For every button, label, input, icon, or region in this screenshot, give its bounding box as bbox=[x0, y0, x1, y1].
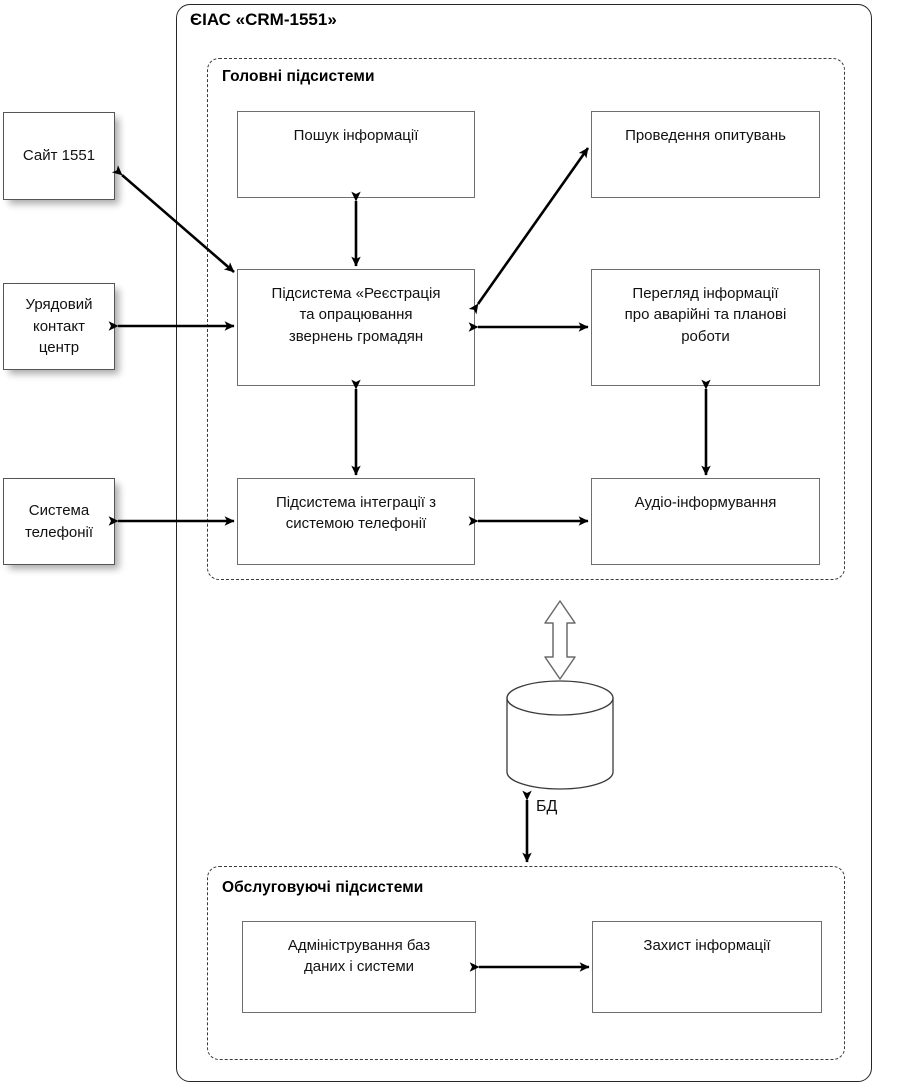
service-subsystems-title: Обслуговуючі підсистеми bbox=[222, 879, 424, 896]
external-node-telephony-system[interactable]: Система телефонії bbox=[3, 478, 115, 565]
node-db-admin[interactable]: Адміністрування баз даних і системи bbox=[242, 921, 476, 1013]
external-node-gov-contact-center-label: Урядовий контакт центр bbox=[25, 295, 93, 357]
node-telephony-integration[interactable]: Підсистема інтеграції з системою телефон… bbox=[237, 478, 475, 565]
external-node-site-label: Сайт 1551 bbox=[22, 147, 96, 165]
node-registration[interactable]: Підсистема «Реєстрація та опрацювання зв… bbox=[237, 269, 475, 386]
page-title: ЄІАС «CRM-1551» bbox=[190, 10, 337, 29]
external-node-site[interactable]: Сайт 1551 bbox=[3, 112, 115, 200]
database-label: БД bbox=[536, 798, 558, 815]
node-audio-info[interactable]: Аудіо-інформування bbox=[591, 478, 820, 565]
node-db-admin-label: Адміністрування баз даних і системи bbox=[287, 937, 431, 976]
service-subsystems-group bbox=[207, 866, 845, 1060]
main-subsystems-title: Головні підсистеми bbox=[222, 68, 375, 85]
node-info-protection[interactable]: Захист інформації bbox=[592, 921, 822, 1013]
node-surveys-label: Проведення опитувань bbox=[625, 127, 786, 144]
node-audio-info-label: Аудіо-інформування bbox=[634, 494, 777, 511]
node-info-search[interactable]: Пошук інформації bbox=[237, 111, 475, 198]
node-info-protection-label: Захист інформації bbox=[643, 937, 771, 954]
external-node-telephony-system-label: Система телефонії bbox=[24, 501, 94, 541]
node-incident-info-label: Перегляд інформації про аварійні та план… bbox=[624, 285, 787, 345]
database-cylinder-icon[interactable] bbox=[504, 680, 616, 790]
system-boundary bbox=[176, 4, 872, 1082]
main-subsystems-group bbox=[207, 58, 845, 580]
node-incident-info[interactable]: Перегляд інформації про аварійні та план… bbox=[591, 269, 820, 386]
node-surveys[interactable]: Проведення опитувань bbox=[591, 111, 820, 198]
node-telephony-integration-label: Підсистема інтеграції з системою телефон… bbox=[275, 494, 437, 533]
node-info-search-label: Пошук інформації bbox=[293, 127, 419, 144]
node-registration-label: Підсистема «Реєстрація та опрацювання зв… bbox=[271, 285, 441, 345]
external-node-gov-contact-center[interactable]: Урядовий контакт центр bbox=[3, 283, 115, 370]
